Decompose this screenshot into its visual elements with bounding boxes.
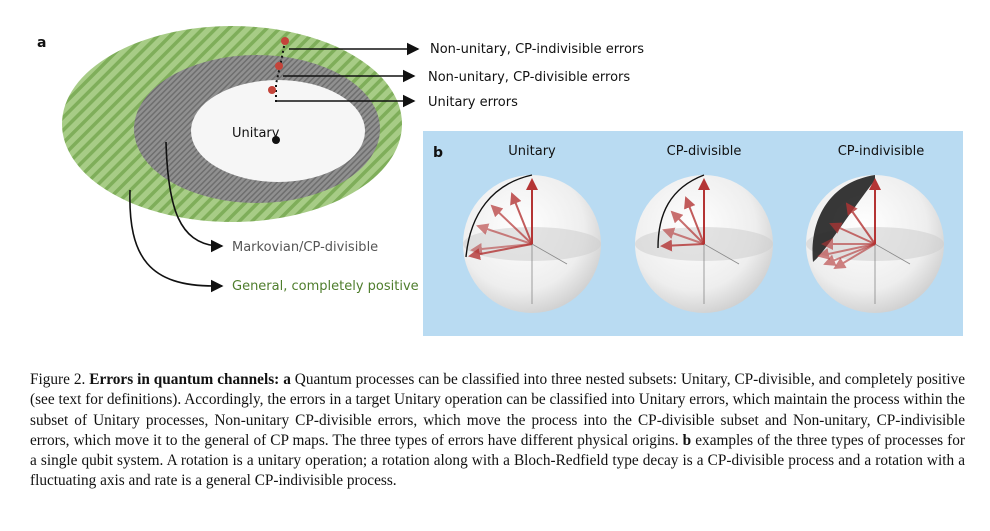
unitary-region-label: Unitary [232,126,280,141]
sphere-title-unitary: Unitary [508,144,556,159]
caption-bold-title: Errors in quantum channels: [89,371,280,388]
bloch-sphere-unitary [463,174,601,313]
figure-panel-a: a Unitary Non-unitary, CP-indivisible er… [37,26,645,294]
sphere-title-cp-divisible: CP-divisible [666,144,742,159]
figure-caption: Figure 2. Errors in quantum channels: a … [30,370,965,492]
panel-letter-b: b [433,145,444,161]
caption-b-marker: b [682,431,692,449]
caption-text-b: examples of the three types of processes… [30,431,965,490]
bloch-sphere-cp-indivisible [806,175,944,313]
general-region-label: General, completely positive [232,279,419,294]
nested-sets-diagram [62,26,420,293]
unitary-region [191,80,365,182]
target-unitary-dot [272,136,280,144]
error-dot-divisible [275,62,283,70]
caption-a-marker: a [283,371,291,388]
error-dot-unitary [268,86,276,94]
caption-text-a: Quantum processes can be classified into… [30,371,966,449]
markovian-region-label: Markovian/CP-divisible [232,240,379,255]
bloch-sphere-cp-divisible [635,174,773,313]
bloch-spheres [463,174,944,313]
sphere-title-cp-indivisible: CP-indivisible [837,144,925,159]
divisible-errors-label: Non-unitary, CP-divisible errors [428,70,631,85]
error-dot-indivisible [281,37,289,45]
unitary-errors-label: Unitary errors [428,95,518,110]
indivisible-errors-label: Non-unitary, CP-indivisible errors [430,42,645,57]
figure-panel-b: b Unitary CP-divisible CP-indivisible [423,131,963,336]
panel-letter-a: a [37,35,47,51]
caption-fig-label: Figure 2. [30,371,86,388]
